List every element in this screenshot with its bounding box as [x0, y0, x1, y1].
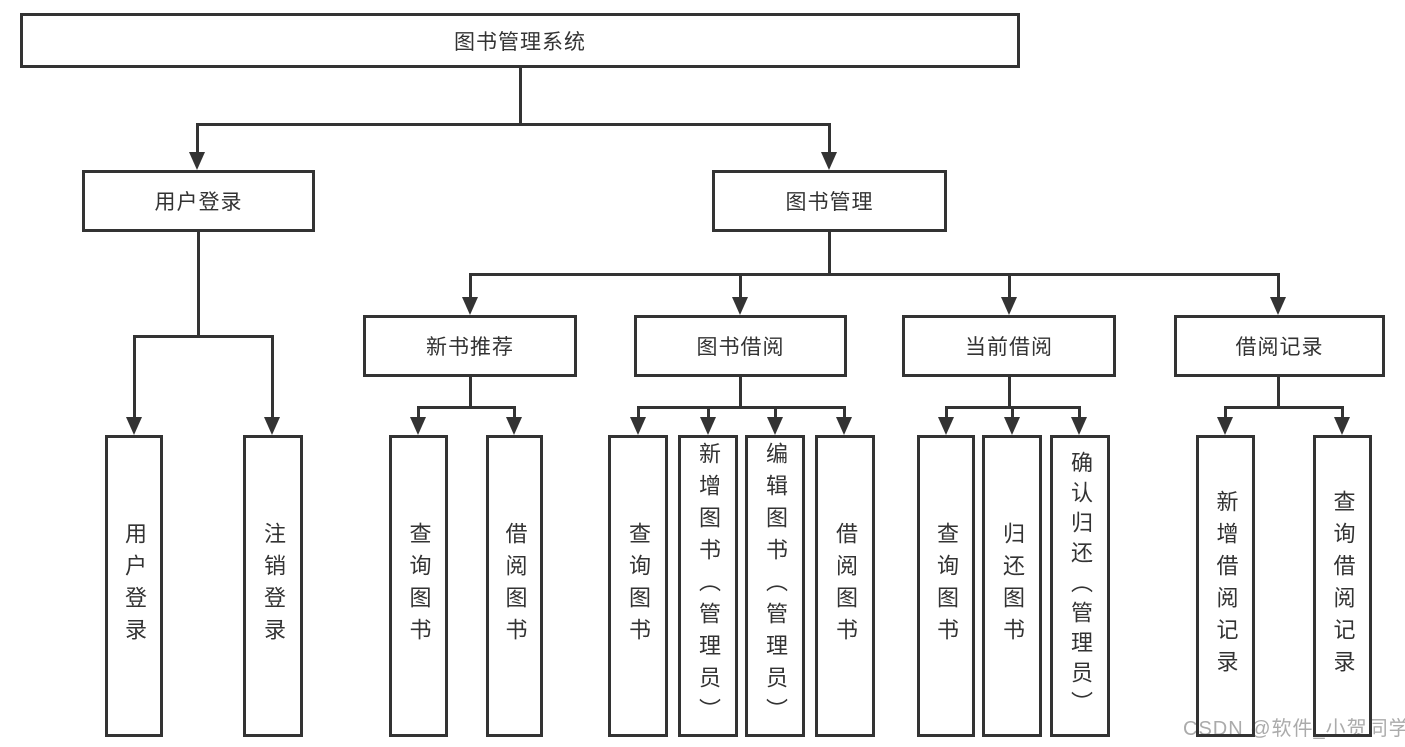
- connector-line: [774, 406, 777, 417]
- connector-line: [1011, 406, 1014, 417]
- node-book-management: 图书管理: [712, 170, 947, 232]
- connector-line: [637, 406, 640, 417]
- node-library-management-system: 图书管理系统: [20, 13, 1020, 68]
- connector-line: [469, 273, 1280, 276]
- leaf-borrowing-query-books: 查询图书: [608, 435, 668, 737]
- node-label: 借阅图书: [502, 522, 528, 650]
- connector-line: [828, 232, 831, 273]
- node-label: 编辑图书（管理员）: [763, 442, 788, 730]
- arrowhead-down-icon: [821, 152, 837, 170]
- connector-line: [739, 377, 742, 406]
- connector-line: [513, 406, 516, 417]
- connector-line: [828, 123, 831, 153]
- node-label: 新书推荐: [426, 336, 514, 359]
- arrowhead-down-icon: [938, 417, 954, 435]
- connector-line: [707, 406, 710, 417]
- arrowhead-down-icon: [189, 152, 205, 170]
- arrowhead-down-icon: [126, 417, 142, 435]
- leaf-current-query-books: 查询图书: [917, 435, 975, 737]
- connector-line: [469, 273, 472, 297]
- connector-line: [469, 377, 472, 406]
- connector-line: [945, 406, 948, 417]
- leaf-confirm-return-admin: 确认归还（管理员）: [1050, 435, 1110, 737]
- connector-line: [637, 406, 845, 409]
- arrowhead-down-icon: [1004, 417, 1020, 435]
- connector-line: [271, 335, 274, 417]
- connector-line: [196, 123, 199, 153]
- leaf-add-borrow-record: 新增借阅记录: [1196, 435, 1255, 737]
- node-label: 图书借阅: [696, 336, 785, 359]
- connector-line: [417, 406, 515, 409]
- node-borrowing-records: 借阅记录: [1174, 315, 1385, 377]
- leaf-user-login: 用户登录: [105, 435, 163, 737]
- node-label: 新增借阅记录: [1213, 490, 1239, 682]
- connector-line: [133, 335, 136, 417]
- arrowhead-down-icon: [836, 417, 852, 435]
- arrowhead-down-icon: [264, 417, 280, 435]
- connector-line: [739, 273, 742, 297]
- leaf-recommend-query-books: 查询图书: [389, 435, 448, 737]
- node-label: 借阅图书: [833, 522, 858, 650]
- connector-line: [1224, 406, 1227, 417]
- connector-line: [1008, 377, 1011, 406]
- arrowhead-down-icon: [767, 417, 783, 435]
- node-label: 查询图书: [934, 522, 959, 650]
- node-label: 新增图书（管理员）: [696, 442, 721, 730]
- node-label: 确认归还（管理员）: [1068, 451, 1093, 721]
- node-label: 当前借阅: [965, 336, 1053, 359]
- connector-line: [133, 335, 273, 338]
- arrowhead-down-icon: [462, 297, 478, 315]
- node-label: 用户登录: [122, 522, 147, 650]
- node-label: 借阅记录: [1235, 336, 1324, 359]
- connector-line: [1277, 377, 1280, 406]
- node-label: 查询图书: [406, 522, 432, 650]
- connector-line: [1078, 406, 1081, 417]
- leaf-logout: 注销登录: [243, 435, 303, 737]
- arrowhead-down-icon: [700, 417, 716, 435]
- connector-line: [519, 68, 522, 123]
- connector-line: [1224, 406, 1342, 409]
- arrowhead-down-icon: [1334, 417, 1350, 435]
- leaf-borrowing-borrow-books: 借阅图书: [815, 435, 875, 737]
- leaf-recommend-borrow-books: 借阅图书: [486, 435, 543, 737]
- node-label: 归还图书: [1000, 522, 1025, 650]
- connector-line: [196, 123, 831, 126]
- connector-line: [1341, 406, 1344, 417]
- node-user-login: 用户登录: [82, 170, 315, 232]
- arrowhead-down-icon: [1270, 297, 1286, 315]
- node-label: 图书管理系统: [454, 30, 586, 54]
- leaf-edit-books-admin: 编辑图书（管理员）: [745, 435, 805, 737]
- connector-line: [197, 232, 200, 335]
- node-new-book-recommend: 新书推荐: [363, 315, 577, 377]
- node-current-borrowing: 当前借阅: [902, 315, 1116, 377]
- leaf-return-books: 归还图书: [982, 435, 1042, 737]
- node-label: 图书管理: [785, 191, 874, 214]
- arrowhead-down-icon: [506, 417, 522, 435]
- arrowhead-down-icon: [1001, 297, 1017, 315]
- node-label: 用户登录: [154, 191, 243, 214]
- node-book-borrowing: 图书借阅: [634, 315, 847, 377]
- node-label: 查询借阅记录: [1330, 490, 1356, 682]
- arrowhead-down-icon: [1071, 417, 1087, 435]
- connector-line: [1277, 273, 1280, 297]
- leaf-query-borrow-record: 查询借阅记录: [1313, 435, 1372, 737]
- connector-line: [843, 406, 846, 417]
- leaf-add-books-admin: 新增图书（管理员）: [678, 435, 738, 737]
- arrowhead-down-icon: [732, 297, 748, 315]
- connector-line: [1008, 273, 1011, 297]
- connector-line: [417, 406, 420, 417]
- arrowhead-down-icon: [630, 417, 646, 435]
- arrowhead-down-icon: [1217, 417, 1233, 435]
- node-label: 注销登录: [261, 522, 286, 650]
- arrowhead-down-icon: [410, 417, 426, 435]
- node-label: 查询图书: [626, 522, 651, 650]
